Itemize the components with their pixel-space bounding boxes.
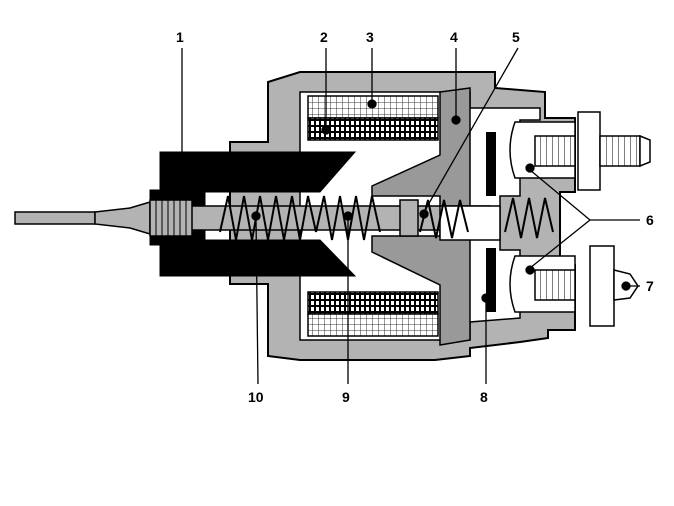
spring-left [219,195,317,241]
cable [14,199,193,237]
callout-7: 7 [646,278,654,294]
terminal-bolt-lower [509,245,639,327]
contact-plates [486,132,496,312]
callout-5: 5 [512,29,520,45]
callout-2: 2 [320,29,328,45]
callout-3: 3 [366,29,374,45]
callout-10: 10 [248,389,264,405]
lower-coil [307,291,439,337]
callout-9: 9 [342,389,350,405]
terminal-bolt-upper [509,111,651,191]
callout-6: 6 [646,212,654,228]
callout-4: 4 [450,29,458,45]
spring-right-outer [504,197,554,239]
magnet-core [149,151,357,277]
callout-1: 1 [176,29,184,45]
armature [371,87,471,346]
callout-8: 8 [480,389,488,405]
spring-right-inner [419,199,469,239]
callout-leaders [177,47,640,385]
